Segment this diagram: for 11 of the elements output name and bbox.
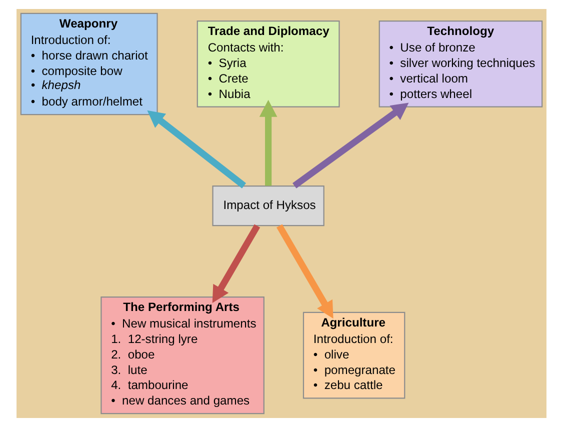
- node-box: Weaponry Introduction of: • horse drawn chariot • composite bow • khepsh • body armor/helmet: [20, 12, 158, 115]
- node-box: Technology • Use of bronze • silver working techniques • vertical loom • potters wheel: [378, 20, 543, 107]
- node-box: Agriculture Introduction of: • olive • pomegranate • zebu cattle: [302, 311, 406, 398]
- arrow: [276, 224, 334, 318]
- node-box: The Performing Arts • New musical instruments 1. 12-string lyre 2. oboe 3. lute 4. tambourine • new dances and games: [100, 296, 264, 414]
- node-box: Impact of Hyksos: [212, 184, 324, 226]
- arrow: [147, 110, 246, 188]
- arrow: [212, 224, 260, 303]
- arrow: [292, 102, 409, 188]
- node-box: Trade and Diplomacy Contacts with: • Syria • Crete • Nubia: [196, 20, 340, 107]
- arrow: [259, 99, 278, 186]
